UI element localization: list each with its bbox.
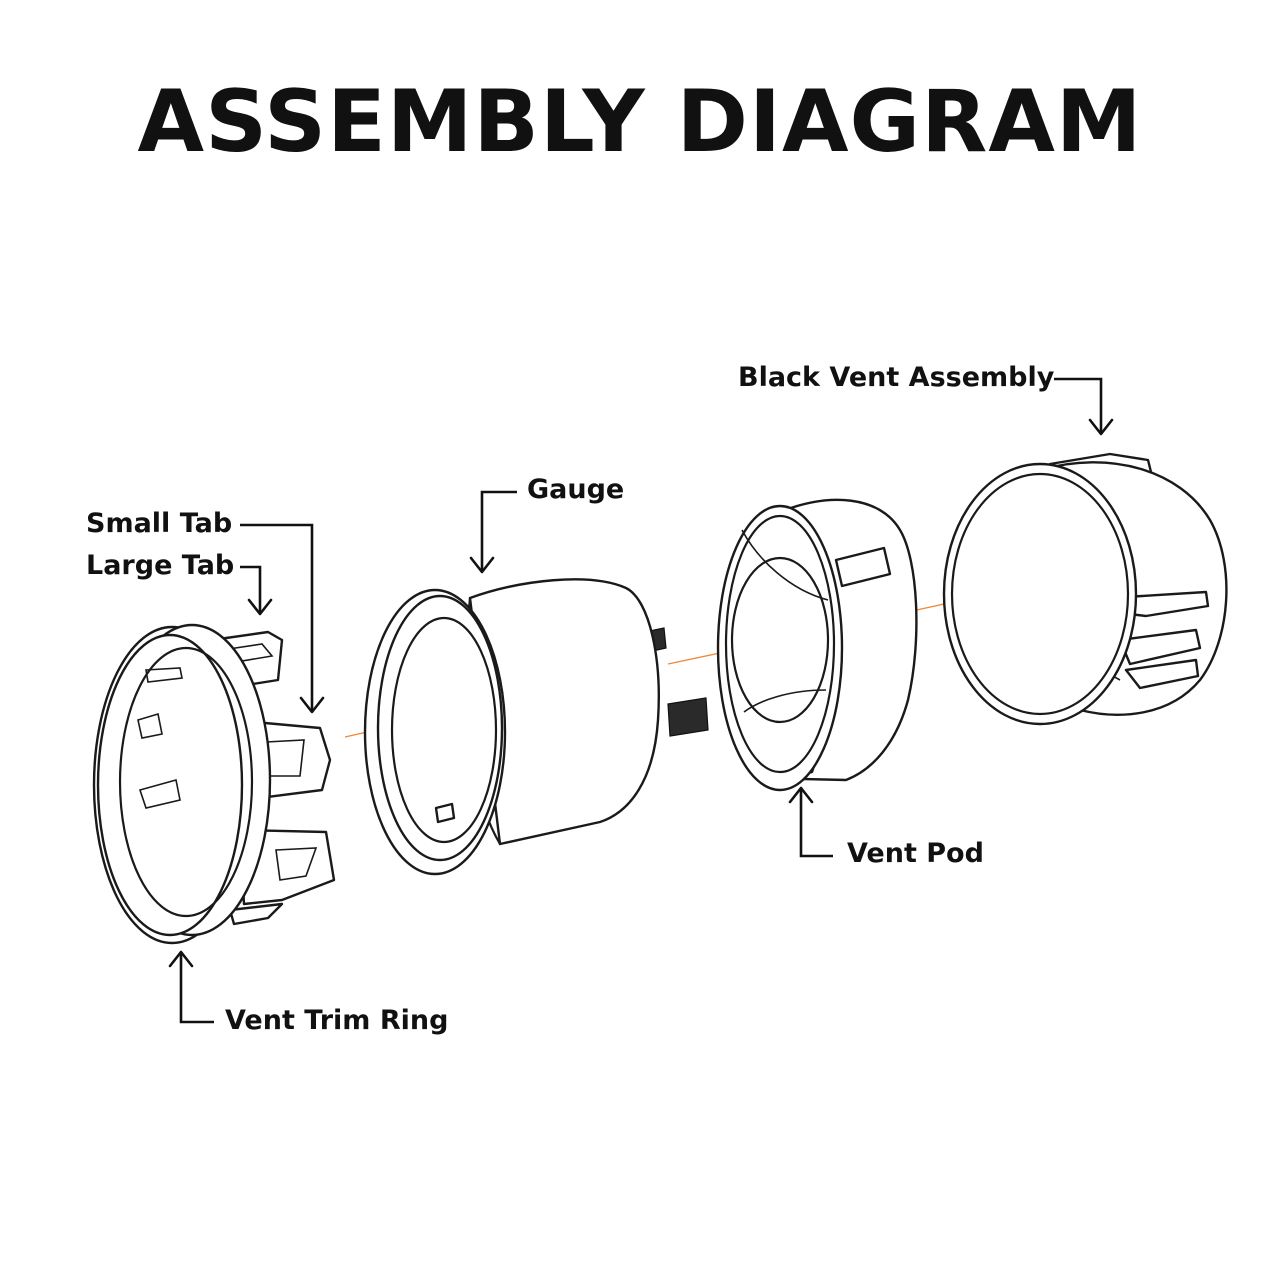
label-vent-pod: Vent Pod xyxy=(847,838,984,869)
label-large-tab: Large Tab xyxy=(86,550,235,581)
gauge-part xyxy=(363,578,709,876)
label-gauge: Gauge xyxy=(527,474,625,505)
vent-pod-part xyxy=(716,498,918,792)
diagram-title: ASSEMBLY DIAGRAM xyxy=(137,72,1143,172)
vent-trim-ring-part xyxy=(92,623,336,945)
label-small-tab: Small Tab xyxy=(86,508,233,539)
black-vent-assembly-part xyxy=(942,452,1228,726)
label-vent-trim-ring: Vent Trim Ring xyxy=(225,1005,449,1036)
label-black-vent-assembly: Black Vent Assembly xyxy=(738,362,1055,393)
leader-lines xyxy=(168,377,1114,1024)
